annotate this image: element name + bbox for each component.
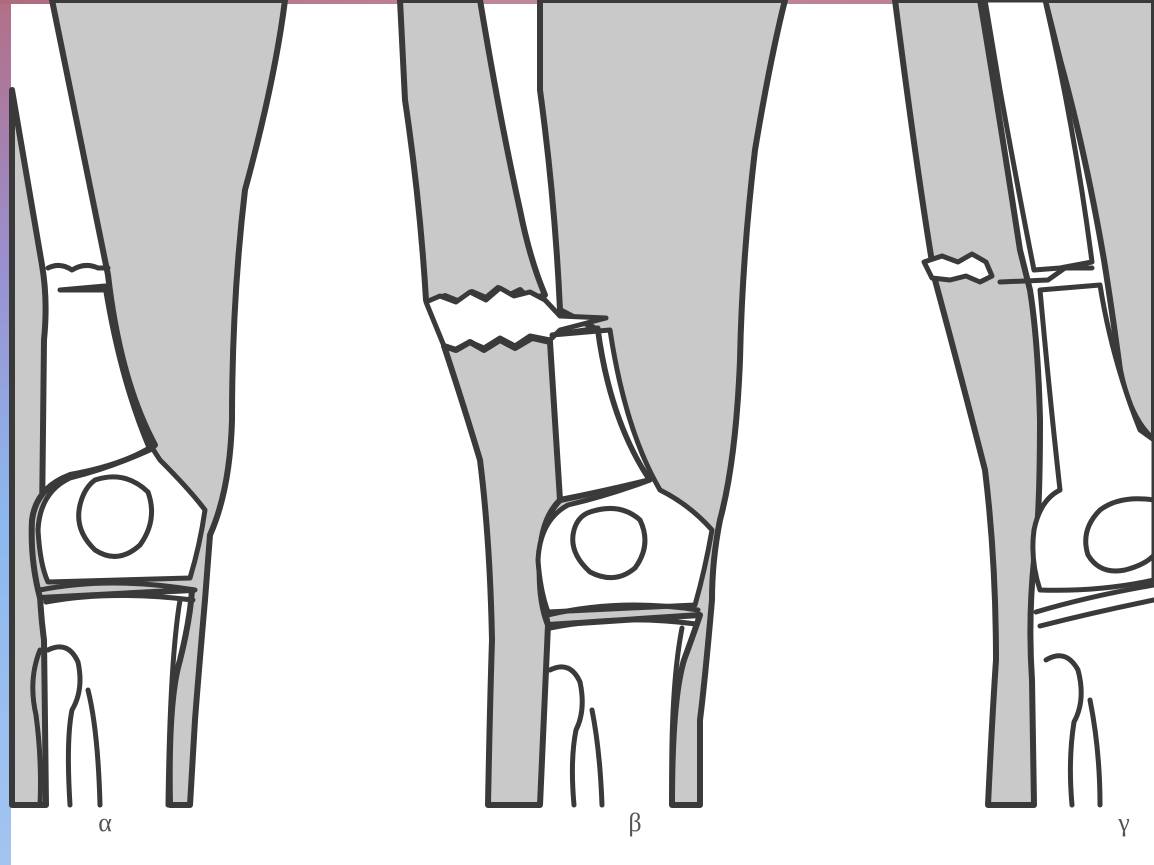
panel-gamma-ulna-right bbox=[1090, 700, 1100, 805]
panel-gamma-ulna bbox=[1046, 656, 1081, 805]
panel-alpha-ulna bbox=[48, 647, 80, 805]
panel-alpha-drawing bbox=[12, 0, 285, 805]
panel-gamma-drawing bbox=[895, 0, 1154, 805]
panel-beta-ulna-right bbox=[592, 710, 602, 805]
panel-label-beta: β bbox=[615, 808, 655, 838]
panel-beta-ulna bbox=[550, 667, 582, 805]
panel-alpha-fracture bbox=[48, 265, 108, 270]
panel-label-gamma: γ bbox=[1104, 808, 1144, 838]
panel-alpha-ulna-right bbox=[88, 690, 100, 805]
panel-beta-drawing bbox=[400, 0, 785, 805]
panel-beta-humerus bbox=[540, 0, 785, 805]
panel-label-alpha: α bbox=[85, 808, 125, 838]
panel-beta-upper-fragment bbox=[400, 0, 545, 302]
panel-alpha-radius bbox=[12, 90, 46, 805]
panel-alpha-humerus bbox=[32, 0, 285, 805]
panel-alpha-joint-lower bbox=[46, 595, 193, 602]
